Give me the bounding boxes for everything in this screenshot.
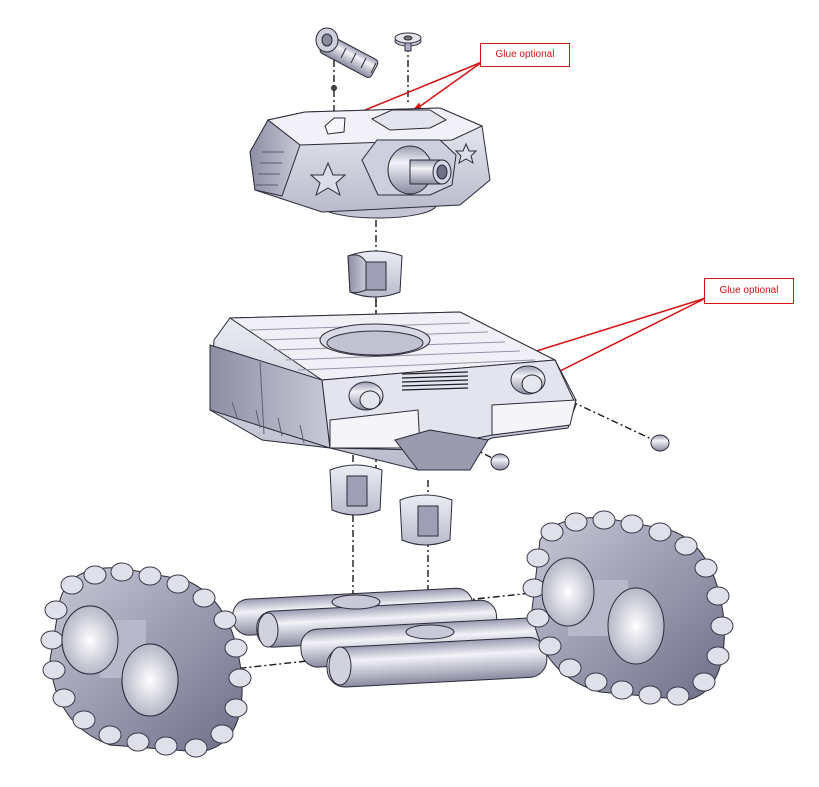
- track-left: [40, 562, 252, 758]
- track-right: [522, 510, 734, 706]
- hull-front-plugs: [348, 365, 670, 471]
- hatch-knob: [394, 32, 422, 52]
- gun-barrel: [315, 27, 379, 91]
- glue-optional-callout-turret: Glue optional: [480, 43, 570, 67]
- turret: [249, 107, 491, 219]
- glue-optional-callout-hull: Glue optional: [704, 278, 794, 304]
- turret-connector: [347, 250, 403, 298]
- axle-assembly: [232, 587, 552, 688]
- hull-connectors: [329, 464, 453, 546]
